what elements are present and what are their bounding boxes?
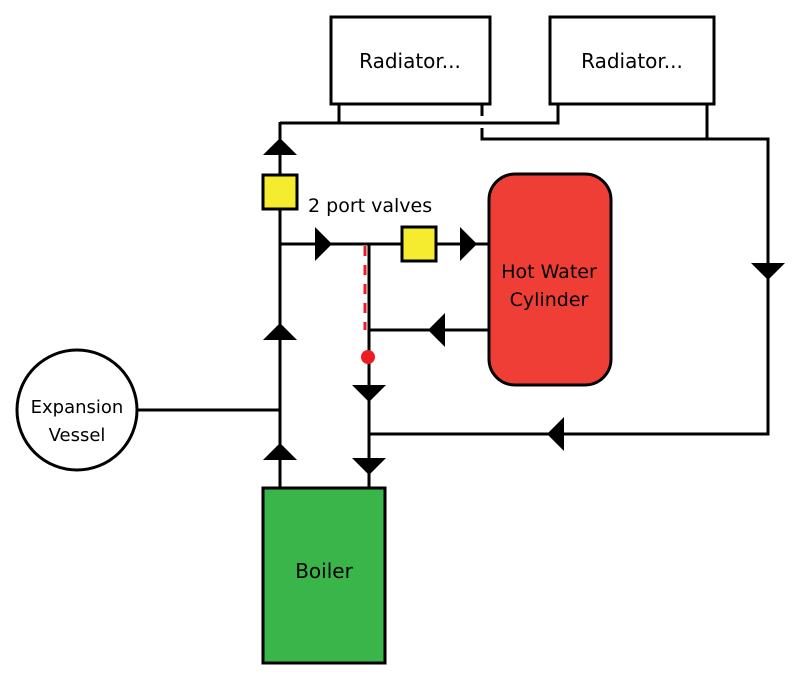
top-flow-pipe [280, 104, 560, 125]
boiler-label: Boiler [295, 559, 353, 583]
boiler: Boiler [261, 486, 387, 665]
arrow-right-icon [315, 227, 332, 261]
cylinder-label-line1: Hot Water [501, 261, 597, 283]
arrow-left-icon [428, 313, 445, 347]
hot-water-cylinder: Hot Water Cylinder [487, 172, 613, 387]
radiator-return-pipe [370, 128, 770, 436]
expansion-vessel-label-line2: Vessel [49, 425, 106, 446]
cylinder-label-line2: Cylinder [510, 289, 589, 311]
arrow-right-icon [460, 227, 477, 261]
radiator-2: Radiator... [548, 15, 716, 106]
arrow-left-icon [547, 417, 564, 451]
bypass-marker-dot [361, 350, 375, 364]
arrow-up-icon [263, 138, 297, 155]
expansion-vessel: Expansion Vessel [15, 348, 139, 472]
arrow-down-icon [352, 458, 386, 475]
arrow-down-icon [352, 385, 386, 402]
flow-arrows [263, 138, 785, 475]
pipes [138, 104, 770, 488]
arrow-up-icon [263, 443, 297, 460]
valves-label: 2 port valves [308, 195, 432, 217]
arrow-up-icon [263, 323, 297, 340]
expansion-vessel-label-line1: Expansion [31, 397, 124, 418]
arrow-down-icon [751, 263, 785, 280]
two-port-valve-heating [261, 173, 299, 211]
radiator-1: Radiator... [329, 15, 492, 106]
radiator-1-label: Radiator... [359, 49, 461, 73]
radiator-2-label: Radiator... [581, 49, 683, 73]
two-port-valve-hot-water [400, 225, 438, 263]
